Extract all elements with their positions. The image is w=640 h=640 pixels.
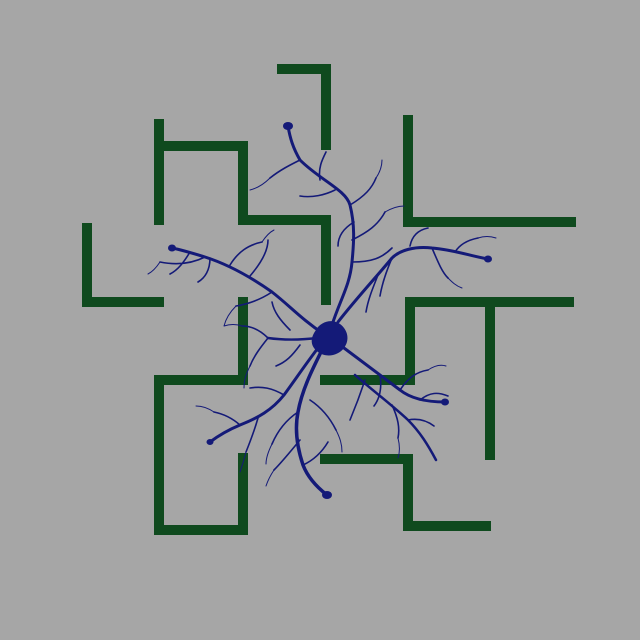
dendrite-branch (349, 369, 449, 439)
dendrite-tip (283, 122, 293, 130)
dendrite-branch (365, 227, 479, 313)
maze-wall-step-upper (159, 141, 331, 305)
dendrite-branch (159, 239, 273, 307)
dendrite-tip (206, 439, 214, 445)
maze-wall-right-upper-l (403, 115, 576, 227)
dendrite-branch (213, 386, 337, 471)
maze-wall-top-hook (277, 64, 331, 150)
dendrite-tip (322, 491, 332, 499)
maze-wall-center-left (154, 297, 248, 535)
dendrite-upper-right (336, 246, 490, 324)
maze-wall-bottom-step (320, 454, 491, 531)
dendrite-tip (168, 244, 176, 252)
dendrite-lower-left (208, 346, 320, 444)
neuron (147, 122, 497, 499)
dendrite-bottom (294, 348, 329, 497)
dendrite-upper-left (170, 246, 327, 337)
dendrite-tip (484, 255, 492, 263)
dendrite-branch (241, 301, 301, 367)
dendrite-twig (147, 159, 497, 487)
dendrite-tip (441, 398, 449, 406)
dendrite-branch (269, 151, 393, 263)
neuron-soma (311, 321, 348, 356)
maze-wall-left-l (82, 223, 164, 307)
